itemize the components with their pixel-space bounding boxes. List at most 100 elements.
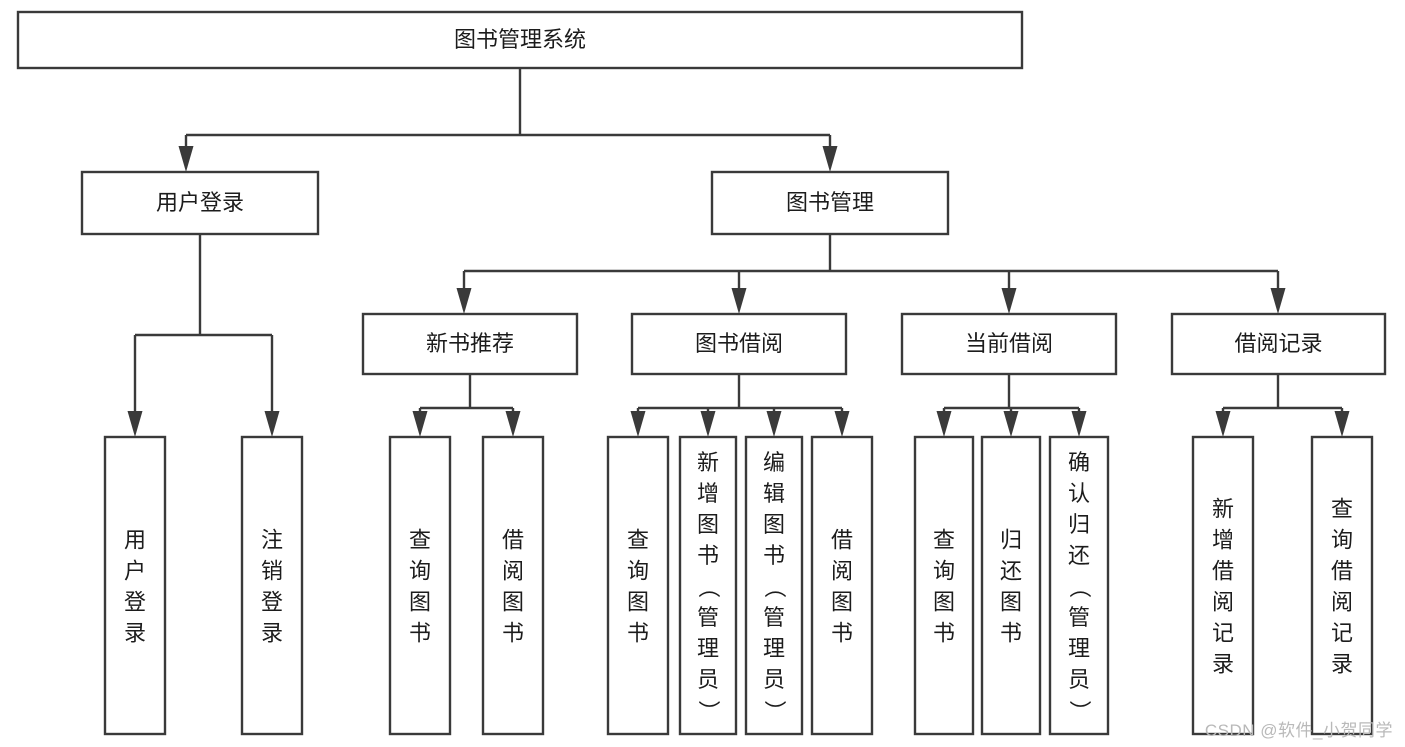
node-box[interactable] (710, 170, 950, 236)
node-box[interactable] (913, 435, 975, 736)
node-label-char: 归 (1068, 512, 1090, 537)
node-label-char: 辑 (763, 481, 785, 506)
node-borrow-record[interactable]: 借阅记录 (1170, 312, 1387, 376)
node-label-char: 登 (124, 590, 146, 615)
node-label-char: 登 (261, 590, 283, 615)
node-label: 图书借阅 (695, 331, 783, 356)
node-label-char: ） (762, 700, 787, 722)
node-user-login[interactable]: 用户登录 (80, 170, 320, 236)
node-label-char: 增 (1212, 528, 1234, 553)
node-label-char: 阅 (1331, 590, 1353, 615)
node-label: 图书管理系统 (454, 27, 586, 52)
node-box[interactable] (1310, 435, 1374, 736)
arrow-head-icon (178, 146, 194, 172)
node-box[interactable] (630, 312, 848, 376)
node-label-char: 管 (697, 605, 719, 630)
node-box[interactable] (80, 170, 320, 236)
node-book-manage[interactable]: 图书管理 (710, 170, 950, 236)
node-current-borrow[interactable]: 当前借阅 (900, 312, 1118, 376)
node-box[interactable] (744, 435, 804, 736)
node-label: 借阅记录 (1234, 331, 1322, 356)
node-label-char: 借 (1331, 559, 1353, 584)
node-box[interactable] (361, 312, 579, 376)
node-box[interactable] (606, 435, 670, 736)
node-root[interactable]: 图书管理系统 (16, 10, 1024, 70)
arrow-head-icon (1270, 288, 1286, 314)
arrow-head-icon (127, 411, 143, 437)
node-label-char: 询 (1331, 528, 1353, 553)
node-label-char: 图 (831, 590, 853, 615)
node-box[interactable] (481, 435, 545, 736)
node-label-char: （ (762, 576, 787, 598)
connector-conn-userlogin-to-leaves (127, 234, 280, 437)
arrow-head-icon (766, 411, 782, 437)
node-new-book-recommend[interactable]: 新书推荐 (361, 312, 579, 376)
arrow-head-icon (1001, 288, 1017, 314)
node-label-char: 管 (1068, 605, 1090, 630)
node-box[interactable] (240, 435, 304, 736)
node-box[interactable] (1191, 435, 1255, 736)
node-label-char: 借 (831, 528, 853, 553)
node-label-char: 录 (1331, 652, 1353, 677)
node-label-char: 询 (933, 559, 955, 584)
node-label-char: 阅 (1212, 590, 1234, 615)
node-label-char: 书 (627, 621, 649, 646)
node-label-char: 借 (502, 528, 524, 553)
node-box[interactable] (103, 435, 167, 736)
node-box[interactable] (1170, 312, 1387, 376)
node-box[interactable] (16, 10, 1024, 70)
node-label: 当前借阅 (965, 331, 1053, 356)
node-box[interactable] (1048, 435, 1110, 736)
node-box[interactable] (810, 435, 874, 736)
node-box[interactable] (388, 435, 452, 736)
node-label-char: 图 (763, 512, 785, 537)
arrow-head-icon (1071, 411, 1087, 437)
node-label-char: （ (1067, 576, 1092, 598)
node-label-char: 书 (933, 621, 955, 646)
node-label-char: 员 (1068, 667, 1090, 692)
node-label-char: 书 (502, 621, 524, 646)
node-label-char: 阅 (831, 559, 853, 584)
node-label-char: 书 (697, 543, 719, 568)
node-label-char: 图 (502, 590, 524, 615)
node-label-char: 书 (409, 621, 431, 646)
node-label: 图书管理 (786, 190, 874, 215)
node-label-char: 注 (261, 528, 283, 553)
node-label-char: 销 (261, 559, 283, 584)
arrow-head-icon (456, 288, 472, 314)
connector-conn-newbook-to-leaves (412, 374, 521, 437)
arrow-head-icon (1334, 411, 1350, 437)
node-book-borrow[interactable]: 图书借阅 (630, 312, 848, 376)
node-label-char: 还 (1000, 559, 1022, 584)
node-label: 新书推荐 (426, 331, 514, 356)
arrow-head-icon (1215, 411, 1231, 437)
node-label-char: 认 (1068, 481, 1090, 506)
node-leaf-user-login[interactable]: 用户登录 (103, 435, 167, 736)
node-label-char: 书 (763, 543, 785, 568)
node-label-char: 书 (1000, 621, 1022, 646)
node-box[interactable] (980, 435, 1042, 736)
arrow-head-icon (1003, 411, 1019, 437)
arrow-head-icon (700, 411, 716, 437)
node-box[interactable] (900, 312, 1118, 376)
arrow-head-icon (822, 146, 838, 172)
arrow-head-icon (505, 411, 521, 437)
node-box[interactable] (678, 435, 738, 736)
node-label-char: 用 (124, 528, 146, 553)
node-label-char: 员 (697, 667, 719, 692)
node-label-char: 员 (763, 667, 785, 692)
node-label-char: 增 (697, 481, 719, 506)
